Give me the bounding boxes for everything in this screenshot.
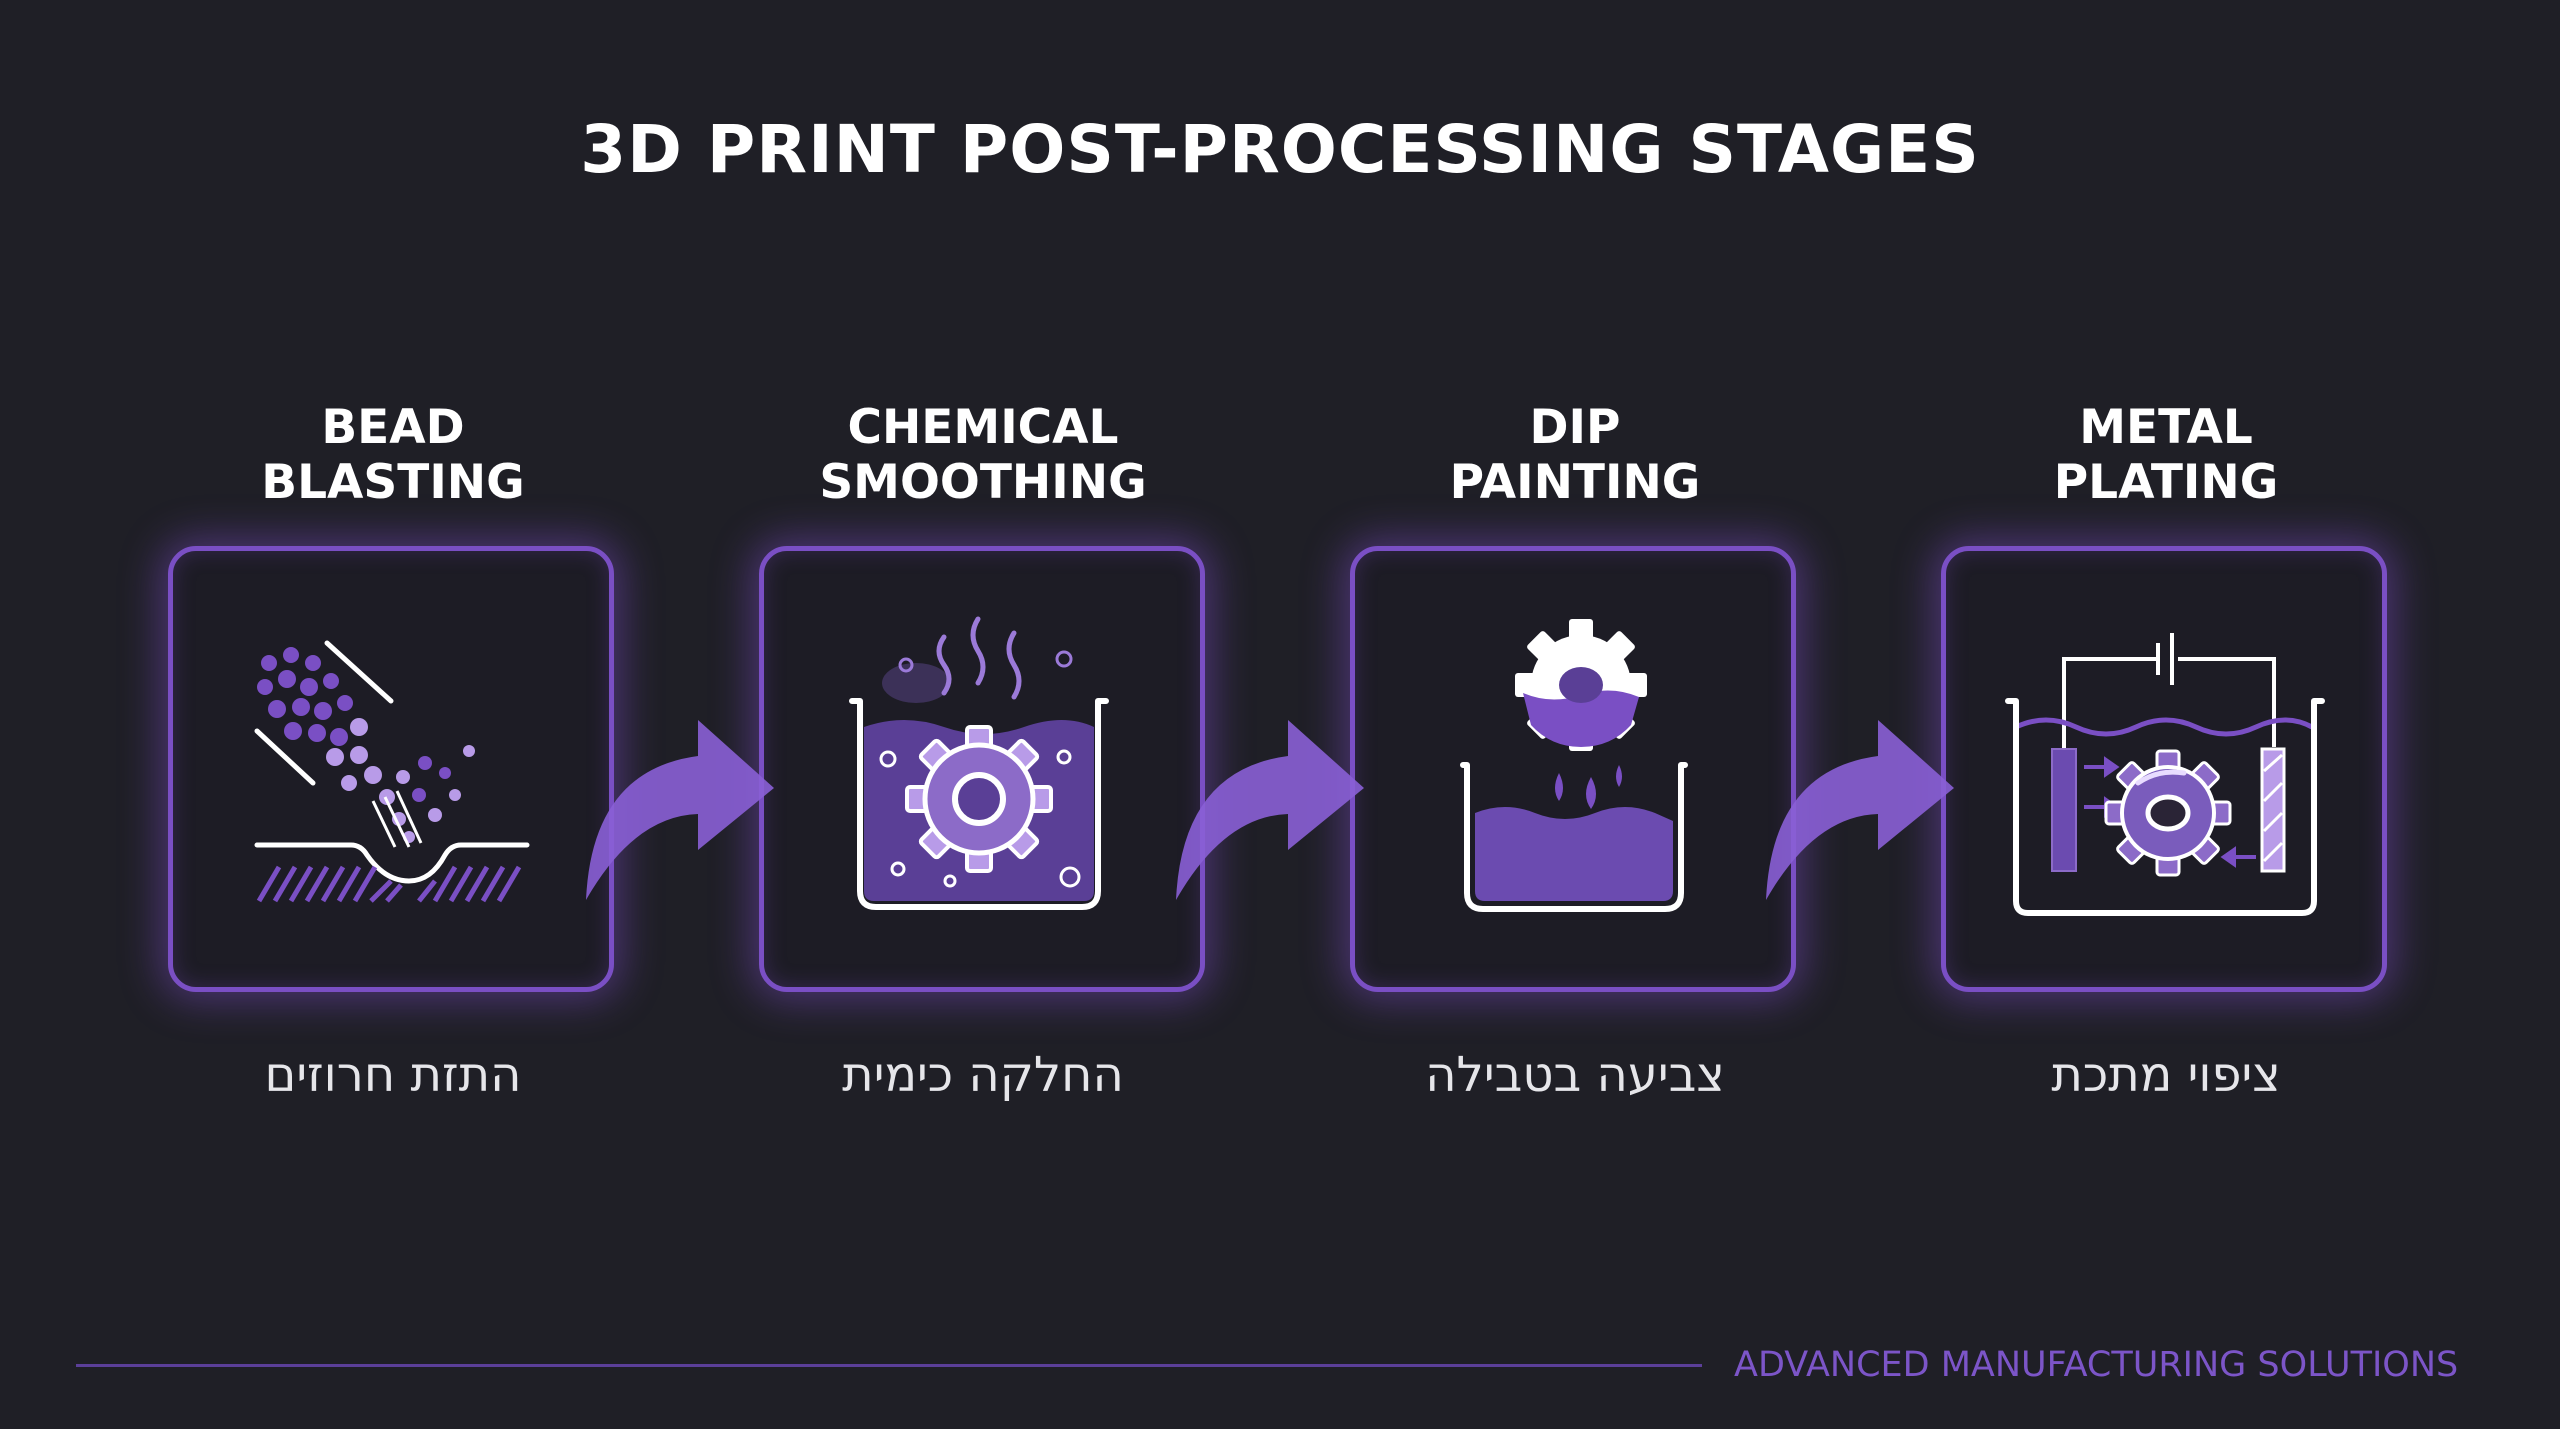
bead-blasting-icon [254,640,530,903]
diagram-title: 3D PRINT POST-PROCESSING STAGES [580,111,1980,188]
footer-divider [76,1364,1702,1367]
stage-title-line2: PAINTING [1449,455,1701,510]
flow-arrow-1 [586,720,774,900]
stage-title-line1: METAL [2079,400,2253,455]
stage-hebrew-label-dip-painting: צביעה בטבילה [1425,1047,1725,1103]
stage-title-metal-plating: METAL PLATING [1866,400,2466,510]
stage-title-dip-painting: DIP PAINTING [1275,400,1875,510]
stage-title-line2: SMOOTHING [819,455,1147,510]
stage-title-line2: PLATING [2053,455,2279,510]
chemical-smoothing-icon [849,616,1109,910]
stage-box-chemical-smoothing [759,546,1205,992]
dip-painting-icon [1460,619,1688,912]
stage-box-dip-painting [1350,546,1796,992]
stage-hebrew-label-chemical-smoothing: החלקה כימית [842,1047,1124,1103]
stage-title-line1: BEAD [321,400,465,455]
stage-hebrew-label-metal-plating: ציפוי מתכת [2051,1047,2281,1103]
stage-box-bead-blasting [168,546,614,992]
stage-title-line2: BLASTING [261,455,525,510]
stage-hebrew-label-bead-blasting: התזת חרוזים [264,1047,522,1103]
stage-title-line1: DIP [1529,400,1621,455]
stage-box-metal-plating [1941,546,2387,992]
footer-text: ADVANCED MANUFACTURING SOLUTIONS [1734,1345,2459,1385]
stage-title-line1: CHEMICAL [847,400,1119,455]
flow-arrow-2 [1176,720,1364,900]
metal-plating-icon [2005,633,2325,916]
stage-title-chemical-smoothing: CHEMICAL SMOOTHING [683,400,1283,510]
flow-arrow-3 [1766,720,1954,900]
stage-title-bead-blasting: BEAD BLASTING [93,400,693,510]
